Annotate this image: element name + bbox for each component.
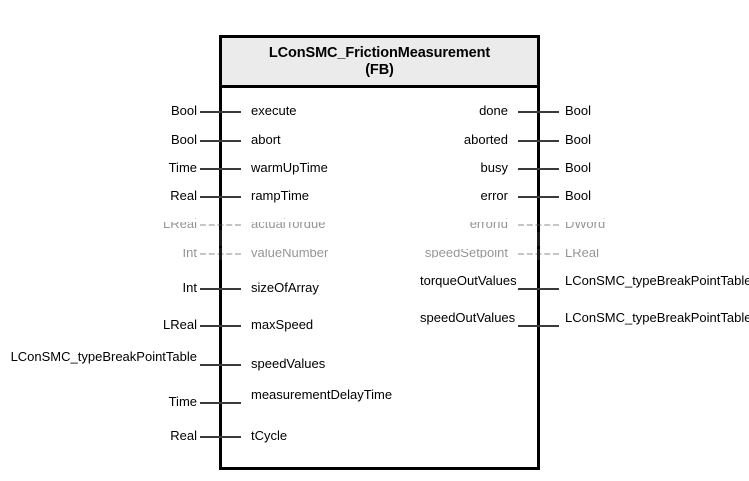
output-pin-label: torqueOutValues <box>420 273 517 288</box>
connector-line-out <box>518 325 559 327</box>
connector-line-in <box>200 224 241 226</box>
input-type-label: Time <box>168 394 197 409</box>
input-pin-label: maxSpeed <box>251 317 314 332</box>
connector-line-in <box>200 111 241 113</box>
output-pin-label: done <box>479 103 508 118</box>
input-pin-label: warmUpTime <box>251 160 328 175</box>
connector-line-in <box>200 168 241 170</box>
output-pin-label: error <box>480 188 508 203</box>
output-pin-label: busy <box>480 160 508 175</box>
output-pin-label: aborted <box>463 132 508 147</box>
input-pin-label: sizeOfArray <box>251 280 319 295</box>
input-type-label: LReal <box>163 216 197 231</box>
connector-line-in <box>200 196 241 198</box>
input-pin-label: execute <box>251 103 297 118</box>
input-type-label: LConSMC_typeBreakPointTable <box>10 349 197 364</box>
output-pin-label: errorId <box>469 216 508 231</box>
output-type-label: Bool <box>565 188 592 203</box>
input-pin-label: measurementDelayTime <box>251 387 393 402</box>
input-pin-label: abort <box>251 132 281 147</box>
function-block-header: LConSMC_FrictionMeasurement (FB) <box>222 38 537 88</box>
input-type-label: LReal <box>163 317 197 332</box>
input-pin-label: rampTime <box>251 188 310 203</box>
tear-stitch-mark <box>537 232 540 246</box>
output-type-label: Bool <box>565 132 592 147</box>
output-type-label: Bool <box>565 103 592 118</box>
output-type-label: Bool <box>565 160 592 175</box>
connector-line-in <box>200 402 241 404</box>
connector-line-out <box>518 140 559 142</box>
function-block-body: LConSMC_FrictionMeasurement (FB) <box>219 35 540 470</box>
connector-line-out <box>518 288 559 290</box>
input-pin-label: speedValues <box>251 356 326 371</box>
output-type-label: DWord <box>565 216 606 231</box>
tear-stitch-mark <box>219 248 222 260</box>
output-type-label: LReal <box>565 245 599 260</box>
tear-stitch-mark <box>219 230 222 246</box>
connector-line-out <box>518 196 559 198</box>
output-pin-label: speedSetpoint <box>424 245 508 260</box>
input-type-label: Real <box>170 188 197 203</box>
output-type-label: LConSMC_typeBreakPointTable <box>565 273 749 288</box>
connector-line-out <box>518 111 559 113</box>
input-type-label: Bool <box>170 103 197 118</box>
input-type-label: Int <box>182 245 197 260</box>
input-type-label: Bool <box>170 132 197 147</box>
output-type-label: LConSMC_typeBreakPointTable <box>565 310 749 325</box>
function-block-kind: (FB) <box>365 61 394 78</box>
function-block-name: LConSMC_FrictionMeasurement <box>268 44 491 61</box>
connector-line-in <box>200 140 241 142</box>
connector-line-in <box>200 288 241 290</box>
input-type-label: Int <box>182 280 197 295</box>
input-pin-label: tCycle <box>251 428 288 443</box>
tear-stitch-mark <box>537 249 540 260</box>
connector-line-out <box>518 224 559 226</box>
output-pin-label: speedOutValues <box>420 310 516 325</box>
connector-line-out <box>518 168 559 170</box>
connector-line-in <box>200 364 241 366</box>
input-type-label: Time <box>168 160 197 175</box>
connector-line-in <box>200 325 241 327</box>
input-type-label: Real <box>170 428 197 443</box>
connector-line-in <box>200 436 241 438</box>
